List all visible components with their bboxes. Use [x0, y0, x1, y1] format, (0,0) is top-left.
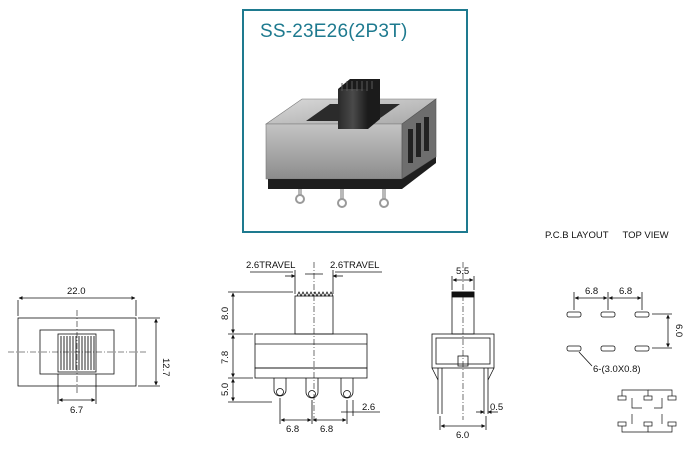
travel-left: 2.6TRAVEL	[246, 260, 295, 271]
product-photo-box: SS-23E26(2P3T)	[242, 9, 468, 233]
dim-knob-height: 8.0	[220, 307, 231, 320]
dim-height: 12.7	[160, 358, 171, 377]
dim-knob: 6.7	[70, 405, 83, 416]
pcb-pitch-1: 6.8	[585, 286, 598, 297]
top-view-label: TOP VIEW	[622, 230, 669, 241]
dim-pin-span: 6.0	[456, 430, 469, 441]
pcb-layout-drawing	[566, 292, 677, 433]
side-view-drawing	[228, 262, 382, 424]
dim-pin-thickness: 0.5	[490, 402, 503, 413]
dim-width: 22.0	[67, 286, 86, 297]
dim-pin-height: 5.0	[220, 383, 231, 396]
product-title: SS-23E26(2P3T)	[260, 21, 408, 42]
dim-pitch-2: 6.8	[320, 424, 333, 435]
dim-body-height: 7.8	[220, 351, 231, 364]
pcb-pad-size: 6-(3.0X0.8)	[593, 364, 641, 375]
pcb-row-spacing: 6.0	[673, 324, 684, 337]
end-view-drawing	[431, 262, 498, 430]
travel-right: 2.6TRAVEL	[330, 260, 379, 271]
top-view-drawing	[8, 296, 160, 404]
product-photo	[265, 79, 437, 208]
pcb-pitch-2: 6.8	[619, 286, 632, 297]
dim-end-knob: 5.5	[456, 266, 469, 277]
dim-pitch-1: 6.8	[286, 424, 299, 435]
pcb-header: P.C.B LAYOUT TOP VIEW	[545, 230, 683, 241]
pcb-layout-label: P.C.B LAYOUT	[545, 230, 609, 241]
dim-pin-diameter: 2.6	[362, 402, 375, 413]
